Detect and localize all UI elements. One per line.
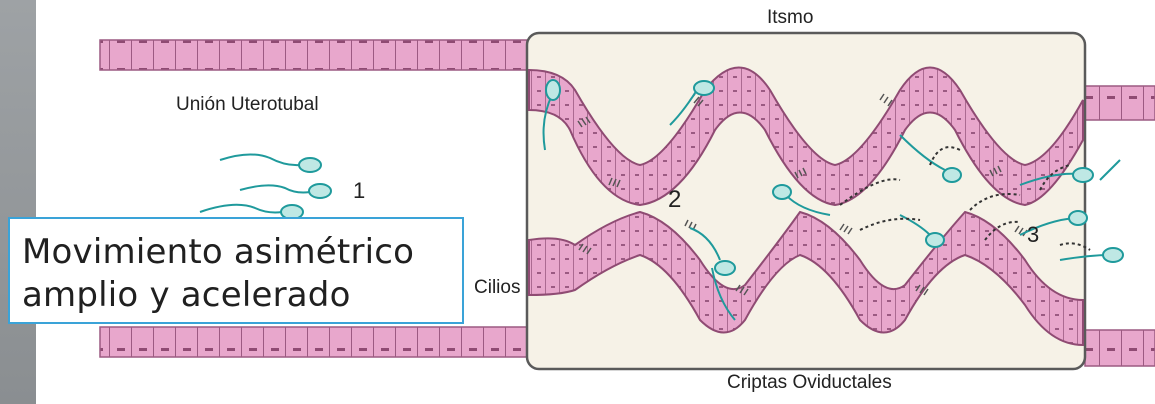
label-step-3: 3 <box>1027 222 1039 248</box>
label-cilios: Cilios <box>474 277 520 299</box>
epithelium-strip-bottom-left <box>100 327 527 357</box>
epithelium-strip-top-left <box>100 40 527 70</box>
label-step-2: 2 <box>668 186 681 214</box>
epithelium-strip-bottom-right <box>1085 330 1155 366</box>
label-union-uterotubal: Unión Uterotubal <box>176 94 319 116</box>
caption-box: Movimiento asimétrico amplio y acelerado <box>8 217 464 324</box>
epithelium-strip-top-right <box>1085 86 1155 120</box>
label-criptas-oviductales: Criptas Oviductales <box>727 372 892 394</box>
caption-line-1: Movimiento asimétrico <box>22 231 462 274</box>
label-itsmo: Itsmo <box>767 7 813 29</box>
caption-line-2: amplio y acelerado <box>22 274 462 317</box>
isthmus-lumen <box>527 33 1085 369</box>
label-step-1: 1 <box>353 178 365 204</box>
